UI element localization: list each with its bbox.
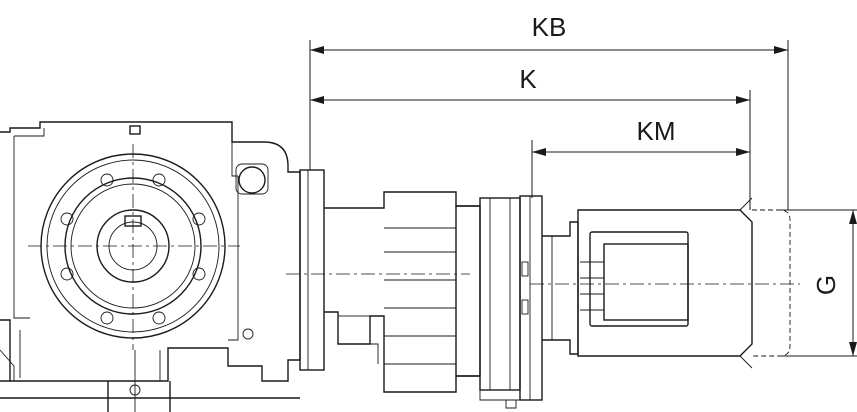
gearbox-housing [0, 121, 301, 412]
dimension-label-kb: KB [532, 12, 567, 42]
motor [530, 197, 800, 369]
dimension-km: KM [532, 116, 750, 156]
dimension-label-km: KM [637, 116, 676, 146]
intermediate-flange [479, 195, 543, 409]
dimension-kb: KB [310, 12, 788, 54]
dimension-label-k: K [519, 64, 537, 94]
dimension-g: G [811, 210, 857, 356]
dimension-k: K [310, 64, 750, 104]
coupling [542, 221, 579, 355]
dimension-label-g: G [811, 275, 841, 295]
input-flange [299, 169, 481, 393]
output-flange [28, 144, 240, 350]
extension-lines [309, 40, 857, 357]
bolt-holes [60, 173, 206, 325]
